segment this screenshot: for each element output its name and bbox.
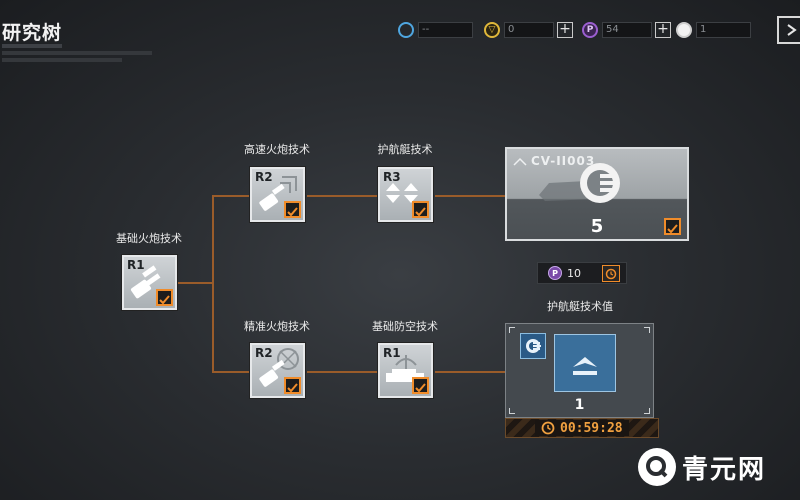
cost-value: 10 xyxy=(567,266,581,280)
tech-node-basic-anti-air[interactable]: R1 xyxy=(378,343,433,398)
connector-line xyxy=(212,195,250,197)
connector-line xyxy=(178,282,214,284)
watermark-logo-icon xyxy=(638,448,676,486)
resource-value: 0 xyxy=(504,22,554,38)
rank-chevron-icon xyxy=(573,357,597,375)
purple-token-icon: P xyxy=(582,22,598,38)
resource-silver: 1 xyxy=(676,21,751,39)
checkbox-icon xyxy=(284,377,301,394)
connector-line xyxy=(435,195,506,197)
background-decor-text xyxy=(2,44,182,62)
checkbox-icon xyxy=(664,218,681,235)
node-label-corvette-tech: 护航艇技术 xyxy=(377,143,433,156)
panel-corner xyxy=(644,327,650,333)
silver-emblem-icon xyxy=(580,163,620,203)
watermark: 青元网 xyxy=(638,448,766,486)
checkbox-icon xyxy=(412,377,429,394)
resource-value: 54 xyxy=(602,22,652,38)
research-value-number: 1 xyxy=(574,397,585,413)
refresh-icon xyxy=(398,22,414,38)
checkbox-icon xyxy=(412,201,429,218)
connector-line xyxy=(307,195,378,197)
connector-line xyxy=(435,371,506,373)
watermark-text: 青元网 xyxy=(682,454,767,485)
corvette-value-icon xyxy=(520,333,546,359)
resource-value: -- xyxy=(418,22,473,38)
tier-badge: R1 xyxy=(383,346,401,360)
node-label-basic-anti-air: 基础防空技术 xyxy=(372,320,438,333)
add-purple-button[interactable]: + xyxy=(655,22,671,38)
node-label-high-speed-artillery: 高速火炮技术 xyxy=(244,143,310,156)
tier-badge: R2 xyxy=(255,170,273,184)
corvette-tech-icon xyxy=(386,183,418,203)
timer-display: 00:59:28 xyxy=(535,420,629,436)
tech-node-basic-artillery[interactable]: R1 xyxy=(122,255,177,310)
clock-icon xyxy=(541,421,555,435)
gold-coin-icon: ▽ xyxy=(484,22,500,38)
tech-node-high-speed-artillery[interactable]: R2 xyxy=(250,167,305,222)
checkbox-icon xyxy=(284,201,301,218)
panel-corner xyxy=(644,408,650,414)
corvette-name: CV-II003 xyxy=(531,154,596,168)
node-label-basic-artillery: 基础火炮技术 xyxy=(116,232,182,245)
close-button[interactable] xyxy=(777,16,800,44)
rank-emblem xyxy=(554,334,616,392)
tier-badge: R3 xyxy=(383,170,401,184)
connector-line xyxy=(212,371,250,373)
radar-icon xyxy=(386,355,424,382)
purple-token-icon: P xyxy=(548,266,562,280)
research-value-panel[interactable]: 1 xyxy=(505,323,654,418)
resource-value: 1 xyxy=(696,22,751,38)
speedup-button[interactable] xyxy=(602,265,620,282)
timer-text: 00:59:28 xyxy=(560,420,623,436)
ship-class-icon xyxy=(513,157,527,166)
panel-corner xyxy=(509,408,515,414)
silver-token-icon xyxy=(676,22,692,38)
resource-refresh: -- xyxy=(398,21,473,39)
checkbox-icon xyxy=(156,289,173,306)
resource-gold: ▽ 0 + xyxy=(484,21,573,39)
tier-badge: R1 xyxy=(127,258,145,272)
connector-line xyxy=(307,371,378,373)
node-label-precision-artillery: 精准火炮技术 xyxy=(244,320,310,333)
research-cost-bar: P 10 xyxy=(537,262,627,284)
tech-node-corvette-tech[interactable]: R3 xyxy=(378,167,433,222)
corvette-count: 5 xyxy=(590,216,604,237)
clock-icon xyxy=(605,268,617,279)
research-value-label: 护航艇技术值 xyxy=(547,300,613,313)
tier-badge: R2 xyxy=(255,346,273,360)
close-icon xyxy=(787,24,797,36)
fast-cannon-icon xyxy=(259,176,297,211)
corvette-unlock-card[interactable]: CV-II003 5 xyxy=(505,147,689,241)
panel-corner xyxy=(509,327,515,333)
precision-cannon-icon xyxy=(259,348,299,387)
resource-purple: P 54 + xyxy=(582,21,671,39)
research-timer-bar: 00:59:28 xyxy=(505,418,659,438)
page-title: 研究树 xyxy=(2,22,63,44)
cannon-icon xyxy=(130,265,161,299)
add-gold-button[interactable]: + xyxy=(557,22,573,38)
connector-line xyxy=(212,195,214,373)
tech-node-precision-artillery[interactable]: R2 xyxy=(250,343,305,398)
